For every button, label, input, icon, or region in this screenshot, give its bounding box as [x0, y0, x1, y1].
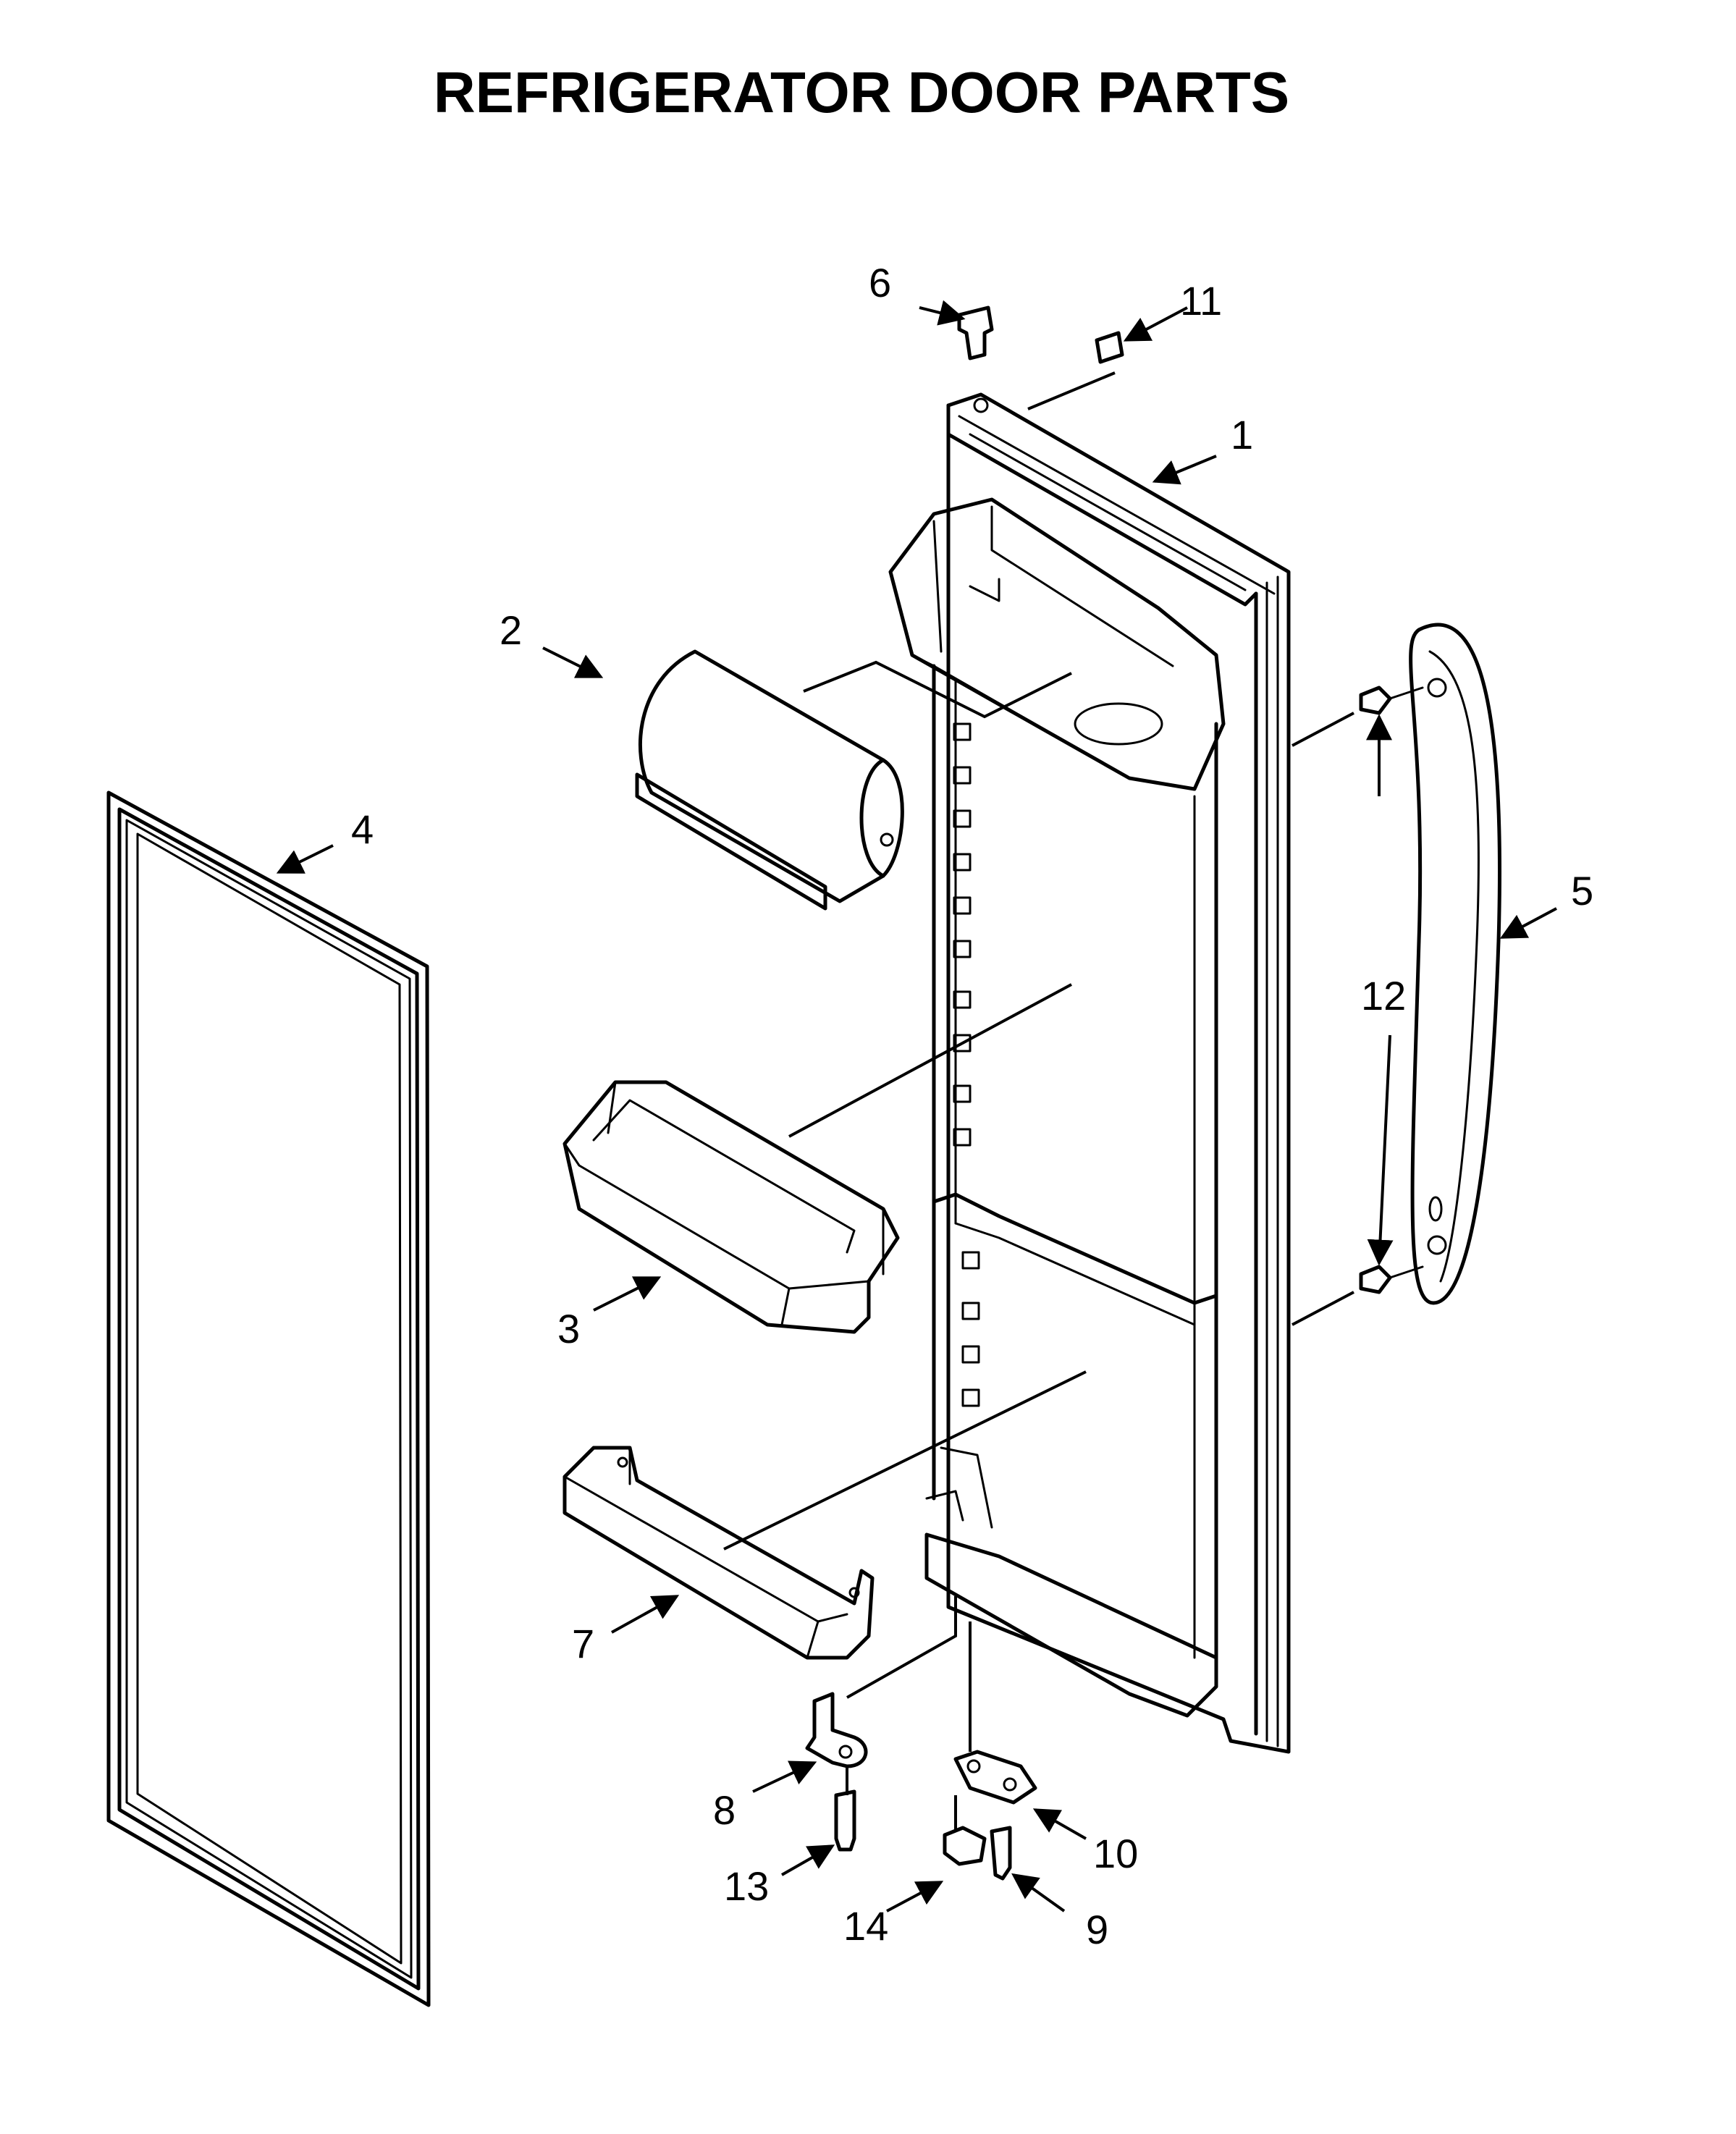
spacer-part — [943, 1826, 987, 1866]
callout-14: 14 — [843, 1903, 888, 1949]
diagram-title: REFRIGERATOR DOOR PARTS — [434, 60, 1289, 125]
callout-numbers: 1 2 3 4 5 6 7 8 9 10 11 12 13 14 — [351, 260, 1593, 1952]
door-plug-part — [957, 305, 994, 413]
callout-3: 3 — [557, 1306, 580, 1351]
callout-8: 8 — [713, 1787, 736, 1833]
door-liner-part — [888, 392, 1291, 1754]
callout-5: 5 — [1571, 868, 1593, 914]
callout-4: 4 — [351, 806, 374, 852]
shelf-nubs — [953, 722, 980, 1407]
bracket-plate-part — [953, 1750, 1037, 1805]
callout-7: 7 — [572, 1621, 594, 1666]
door-handle-part — [1409, 623, 1501, 1305]
door-bin-part — [562, 1080, 900, 1334]
callout-10: 10 — [1093, 1831, 1138, 1876]
callout-12: 12 — [1361, 973, 1406, 1018]
screw-9-part — [990, 1826, 1012, 1881]
callout-13: 13 — [724, 1863, 769, 1909]
screw-13-part — [834, 1789, 856, 1852]
label-part — [1095, 331, 1124, 364]
dairy-cover-part — [635, 649, 904, 911]
hinge-part — [805, 1692, 868, 1768]
assembly-guide-lines — [723, 371, 1354, 1831]
door-gasket-part — [106, 790, 431, 2007]
callout-6: 6 — [869, 260, 891, 305]
callout-2: 2 — [500, 607, 522, 653]
door-shelf-bar-part — [562, 1446, 875, 1660]
callout-1: 1 — [1231, 412, 1253, 457]
handle-stud-part — [1359, 686, 1424, 1294]
callout-9: 9 — [1086, 1907, 1108, 1952]
callout-11: 11 — [1180, 278, 1222, 324]
callout-leaders — [276, 300, 1557, 1912]
